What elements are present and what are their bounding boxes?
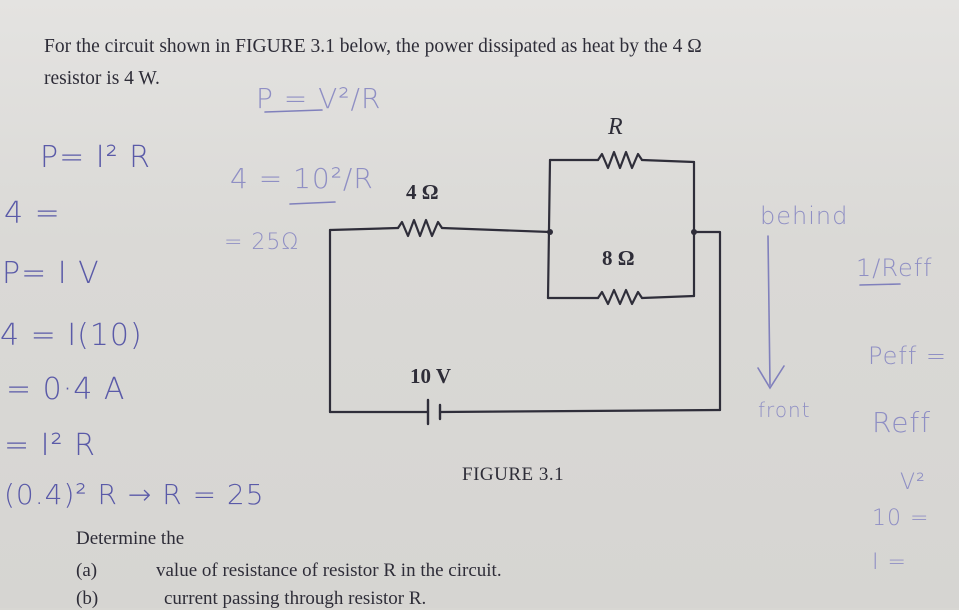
determine-text: Determine the (76, 528, 185, 549)
hand-right-7: 10 = (872, 506, 930, 531)
figure-caption: FIGURE 3.1 (462, 464, 565, 485)
hand-left-6: = I² R (4, 428, 96, 463)
label-R: R (608, 114, 623, 140)
hand-right-5: Reff (872, 406, 932, 439)
wire-R-branch-right (640, 158, 696, 164)
hand-mid-3: = 25Ω (224, 230, 300, 255)
hand-fraction-bar-10r (289, 201, 336, 205)
label-4ohm: 4 Ω (406, 180, 439, 204)
hand-left-7: (0.4)² R → R = 25 (4, 478, 265, 511)
wire-8ohm-branch-right (640, 294, 696, 300)
question-intro-line1: For the circuit shown in FIGURE 3.1 belo… (44, 36, 702, 57)
hand-right-6: V² (900, 470, 926, 495)
wire-top-to-4ohm (328, 226, 400, 232)
hand-right-1: behind (760, 202, 849, 230)
hand-right-8: I = (872, 550, 907, 575)
hand-left-2: 4 = (4, 196, 61, 231)
junction-dot-right (691, 229, 697, 235)
wire-4ohm-to-junction (440, 226, 552, 234)
junction-dot-left (547, 229, 553, 235)
wire-parallel-left (546, 158, 552, 300)
hand-arrow-shaft (767, 235, 771, 386)
resistor-R (596, 150, 644, 170)
wire-bottom-right (438, 408, 722, 414)
part-b-text: current passing through resistor R. (164, 588, 427, 609)
hand-arrow-head (757, 365, 785, 390)
hand-fraction-bar-pvr (264, 109, 323, 113)
resistor-8ohm (596, 288, 644, 306)
question-intro-line2: resistor is 4 W. (44, 68, 160, 89)
hand-left-5: = 0·4 A (6, 372, 126, 407)
label-8ohm: 8 Ω (602, 246, 635, 270)
hand-mid-1: P = V²/R (256, 82, 382, 115)
part-a-label: (a) (76, 560, 98, 581)
hand-mid-2: 4 = 10²/R (230, 162, 374, 195)
hand-right-3: Peff = (868, 342, 948, 370)
resistor-4ohm (396, 218, 444, 238)
wire-right-out (692, 230, 722, 412)
hand-right-2: 1/Reff (856, 254, 933, 282)
hand-right-4: front (758, 398, 811, 422)
hand-left-3: P= I V (2, 256, 100, 291)
part-a-text: value of resistance of resistor R in the… (156, 560, 502, 581)
hand-left-1: P= I² R (40, 140, 152, 175)
hand-fraction-bar-reff (859, 283, 901, 286)
part-b-label: (b) (76, 588, 99, 609)
label-source: 10 V (410, 364, 452, 388)
hand-left-4: 4 = I(10) (0, 318, 143, 353)
